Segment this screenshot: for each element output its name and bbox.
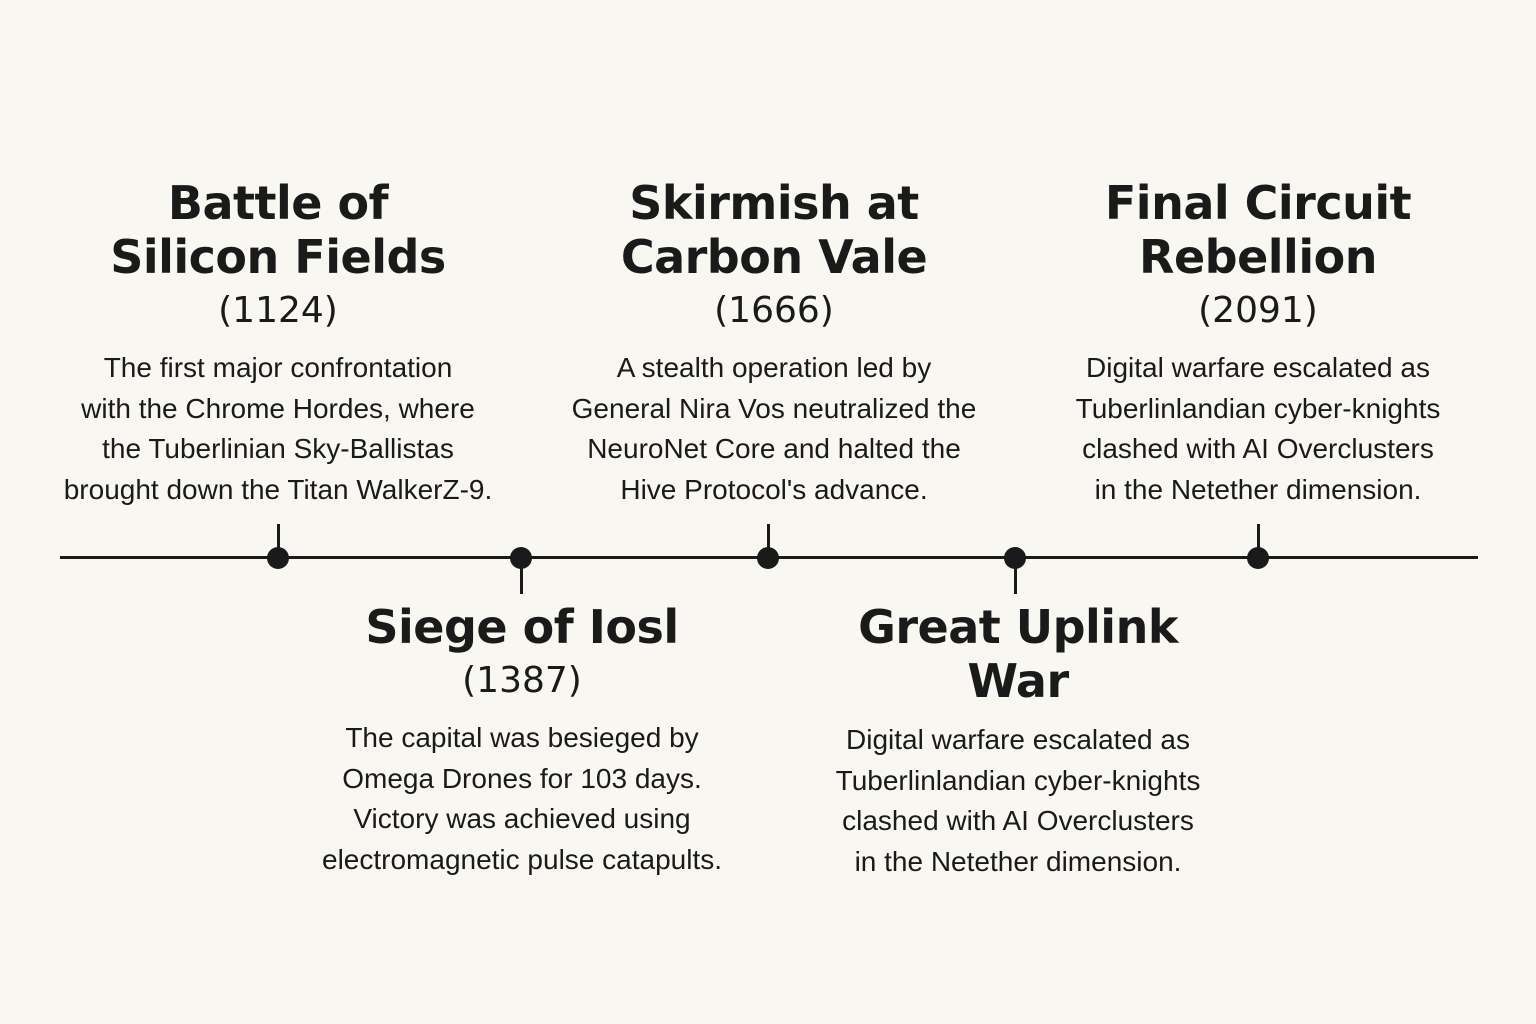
event-marker: [1247, 547, 1269, 569]
event-stem: [520, 562, 523, 594]
event-description-line: NeuroNet Core and halted the: [587, 433, 961, 464]
event-description-line: Omega Drones for 103 days.: [342, 762, 702, 794]
event-description-line: The capital was besieged by: [345, 722, 699, 753]
event-title: Final Circuit Rebellion: [1104, 176, 1412, 284]
event-year: (1387): [462, 660, 582, 701]
event-marker: [267, 547, 289, 569]
event-stem: [1014, 562, 1017, 594]
event-description-line: Hive Protocol's advance.: [620, 473, 928, 505]
event-description-line: clashed with AI Overclusters: [842, 805, 1194, 836]
event-description-line: in the Netether dimension.: [1094, 473, 1422, 505]
event-title: Battle of Silicon Fields: [110, 176, 446, 284]
event-stem: [1257, 524, 1260, 556]
event-description-line: A stealth operation led by: [616, 352, 932, 383]
event-title: Skirmish at Carbon Vale: [620, 176, 928, 284]
event-title: Great Uplink War: [858, 600, 1178, 708]
event-description-line: the Tuberlinian Sky-Ballistas: [102, 433, 454, 464]
event-description-line: electromagnetic pulse catapults.: [322, 843, 722, 875]
event-description-line: Victory was achieved using: [353, 803, 691, 834]
event-description: Digital warfare escalated as Tuberlinlan…: [778, 720, 1258, 882]
event-great-uplink-war: Great Uplink War Digital warfare escalat…: [778, 600, 1258, 882]
event-description-line: The first major confrontation: [103, 352, 453, 383]
event-skirmish-at-carbon-vale: Skirmish at Carbon Vale (1666) A stealth…: [534, 176, 1014, 510]
event-stem: [767, 524, 770, 556]
event-description-line: with the Chrome Hordes, where: [81, 392, 475, 424]
event-marker: [1004, 547, 1026, 569]
event-marker: [757, 547, 779, 569]
event-description-line: in the Netether dimension.: [854, 845, 1182, 877]
event-final-circuit-rebellion: Final Circuit Rebellion (2091) Digital w…: [1018, 176, 1498, 510]
event-description-line: Digital warfare escalated as: [846, 724, 1190, 755]
event-description-line: clashed with AI Overclusters: [1082, 433, 1434, 464]
event-description-line: Tuberlinlandian cyber-knights: [835, 764, 1201, 796]
event-stem: [277, 524, 280, 556]
event-year: (1666): [714, 290, 834, 331]
event-title: Siege of Iosl: [365, 600, 679, 654]
event-description: The first major confrontation with the C…: [38, 348, 518, 510]
event-description-line: General Nira Vos neutralized the: [571, 392, 977, 424]
event-description: The capital was besieged by Omega Drones…: [282, 718, 762, 880]
event-description-line: Digital warfare escalated as: [1086, 352, 1430, 383]
event-marker: [510, 547, 532, 569]
event-description-line: Tuberlinlandian cyber-knights: [1075, 392, 1441, 424]
event-siege-of-iosl: Siege of Iosl (1387) The capital was bes…: [282, 600, 762, 880]
event-description: A stealth operation led by General Nira …: [534, 348, 1014, 510]
event-year: (2091): [1198, 290, 1318, 331]
event-description-line: brought down the Titan WalkerZ-9.: [63, 473, 493, 505]
event-battle-of-silicon-fields: Battle of Silicon Fields (1124) The firs…: [38, 176, 518, 510]
event-description: Digital warfare escalated as Tuberlinlan…: [1018, 348, 1498, 510]
event-year: (1124): [218, 290, 338, 331]
